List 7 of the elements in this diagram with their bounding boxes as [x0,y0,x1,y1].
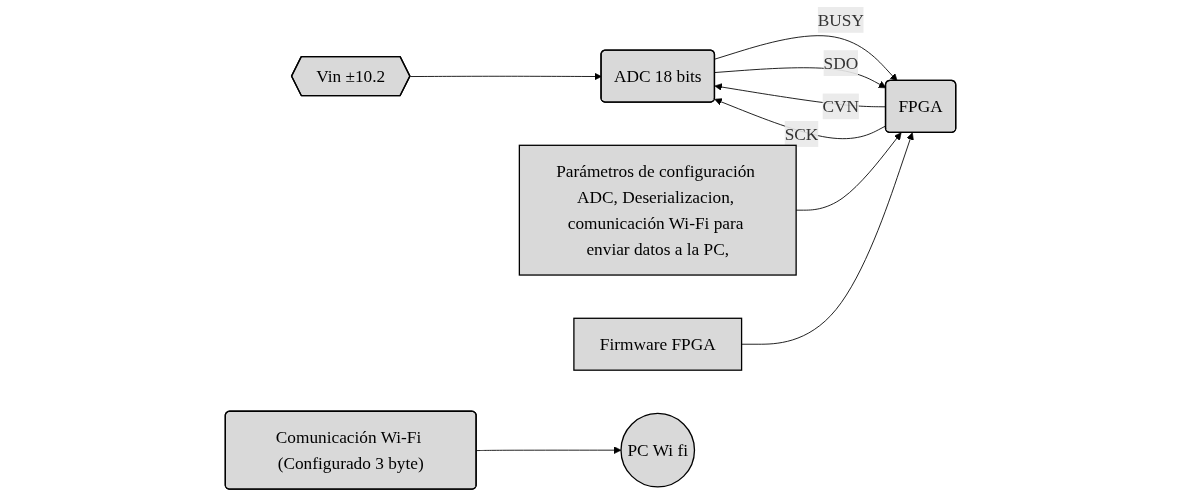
node-circle: PC Wi fi [620,412,696,488]
node-box: Firmware FPGA [573,317,743,371]
edge-label: SCK [784,124,819,144]
node-box: Parámetros de configuración ADC, Deserializacion, comunicación Wi-Fi para enviar datos a la PC, [518,144,797,276]
edge-label: BUSY [817,10,864,30]
edge-label: CVN [822,96,860,116]
edge-label: SDO [823,53,859,73]
